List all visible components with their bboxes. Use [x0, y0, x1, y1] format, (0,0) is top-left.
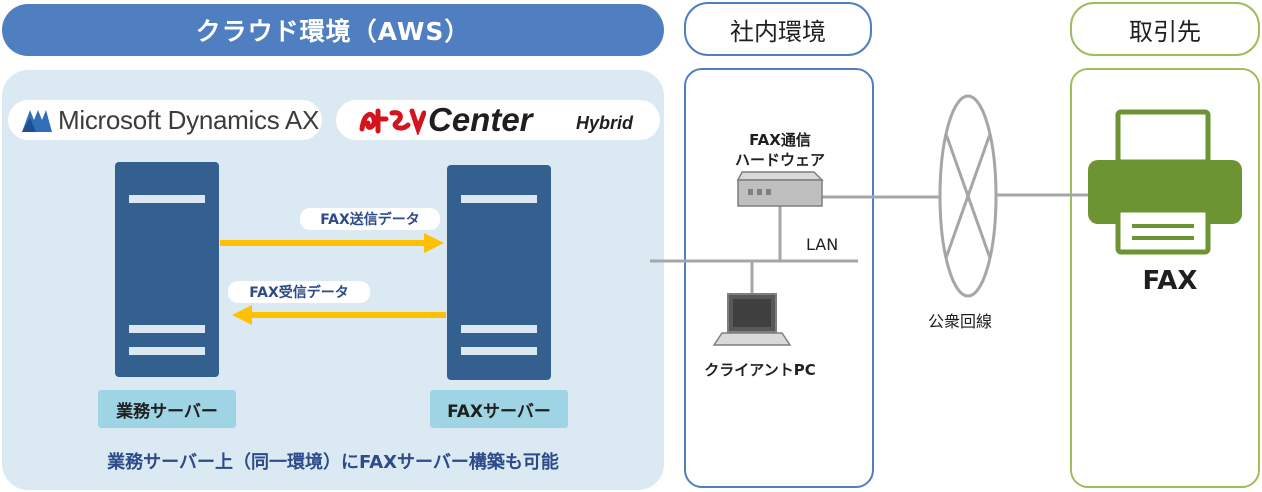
fax-server-icon — [447, 165, 551, 380]
partner-panel — [1070, 68, 1260, 488]
fax-hardware-label-line1: FAX通信 — [749, 131, 811, 149]
hybrid-text: Hybrid — [576, 113, 634, 133]
receive-arrowhead — [232, 305, 252, 325]
fax-label: FAX — [1142, 266, 1198, 296]
fax-hardware-icon — [736, 171, 824, 207]
office-panel — [684, 68, 874, 488]
office-header: 社内環境 — [684, 2, 872, 56]
cloud-note: 業務サーバー上（同一環境）にFAXサーバー構築も可能 — [107, 452, 559, 473]
receive-data-label: FAX受信データ — [228, 281, 370, 303]
client-pc-label: クライアントPC — [704, 361, 816, 379]
microsoft-dynamics-logo: Microsoft Dynamics AX — [8, 100, 322, 140]
fax-hardware-label-line2: ハードウェア — [734, 151, 825, 169]
cloud-header: クラウド環境（AWS） — [2, 4, 664, 56]
public-network-icon — [938, 94, 998, 298]
business-server-icon — [115, 162, 219, 377]
lan-label: LAN — [806, 235, 839, 254]
fax-machine-icon — [1088, 109, 1242, 255]
laptop-icon — [712, 293, 792, 346]
public-line-label: 公衆回線 — [928, 312, 993, 331]
send-arrowhead — [424, 233, 444, 253]
center-brand-text: Center — [428, 101, 533, 138]
partner-header: 取引先 — [1070, 2, 1260, 56]
microsoft-dynamics-text: Microsoft Dynamics AX — [58, 105, 319, 135]
center-hybrid-logo: Center Hybrid — [336, 100, 660, 140]
brand-mark-icon — [359, 108, 426, 135]
fax-server-label: FAXサーバー — [430, 390, 568, 428]
send-data-label: FAX送信データ — [300, 208, 440, 230]
business-server-label: 業務サーバー — [98, 390, 236, 428]
fax-hardware-label: FAX通信 ハードウェア — [718, 130, 842, 170]
dynamics-icon — [22, 110, 52, 132]
